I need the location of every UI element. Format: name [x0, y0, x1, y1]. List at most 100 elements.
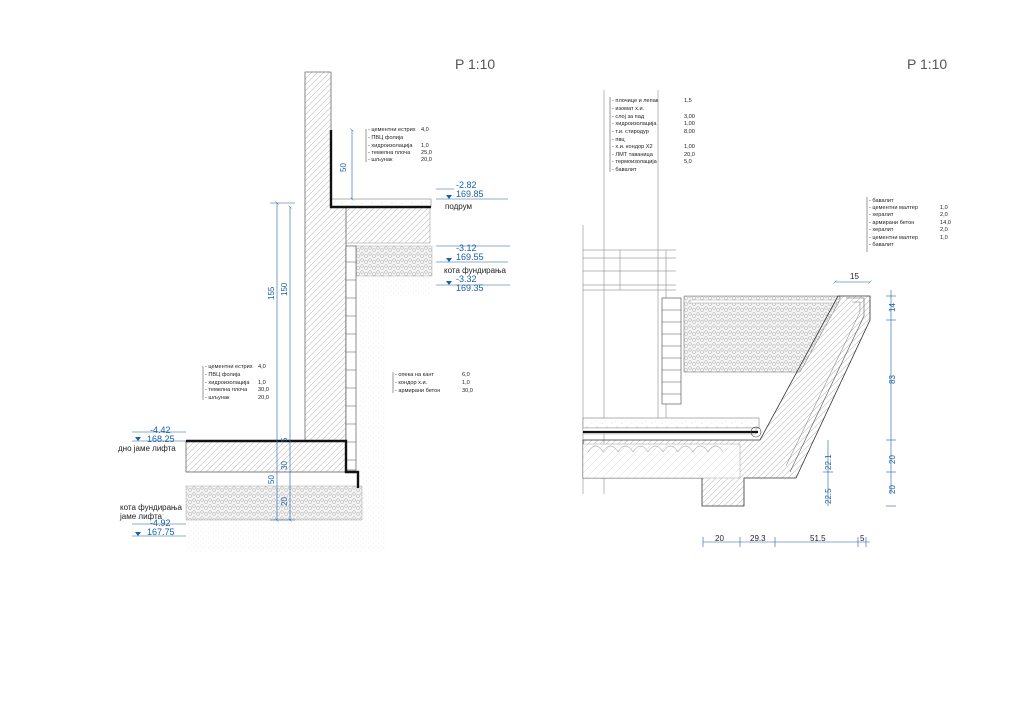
- layer-name: - хидроизолација: [368, 143, 413, 149]
- layer-value: 4,0: [421, 127, 429, 133]
- level-marker-1: -2.82 169.85 подрум: [436, 180, 508, 211]
- dim-22-5: 22.5: [824, 488, 833, 504]
- layer-value: 1,0: [258, 380, 266, 386]
- level-rel: -4.92: [150, 518, 171, 528]
- pit-layer-callout: - цементни естрих 4,0 - ПВЦ фолија - хид…: [202, 364, 269, 401]
- layer-value: 1,0: [940, 235, 948, 241]
- layer-name: - цементни малтер: [869, 205, 918, 211]
- left-scale-label: P 1:10: [455, 56, 495, 72]
- layer-value: 20,0: [258, 395, 269, 401]
- layer-value: 5,0: [684, 159, 692, 165]
- layer-name: - плочице и лепак: [612, 98, 659, 104]
- layer-name: - армирани бетон: [869, 220, 914, 226]
- dim-bottom-5: 5: [860, 534, 865, 543]
- layer-name: - ПВЦ фолија: [205, 372, 241, 378]
- layer-value: 20,0: [421, 157, 432, 163]
- layer-value: 30,0: [258, 387, 269, 393]
- level-rel: -4.42: [150, 425, 171, 435]
- level-marker-5: кота фундирања јаме лифта -4.92 167.75: [119, 503, 186, 537]
- dim-15: 15: [850, 272, 859, 281]
- layer-value: 1,0: [462, 380, 470, 386]
- layer-name: - бавалит: [869, 198, 894, 204]
- dim-5: 5: [280, 437, 289, 442]
- level-abs: 169.35: [456, 283, 484, 293]
- layer-name: - цементни малтер: [869, 235, 918, 241]
- layer-value: 1,0: [940, 205, 948, 211]
- brick-cladding: [345, 245, 357, 471]
- dim-50-top: 50: [339, 163, 348, 172]
- layer-name: - хидроизолација: [612, 121, 657, 127]
- layer-name: - хералит: [869, 212, 894, 218]
- level-name: кота фундирања: [444, 266, 507, 275]
- level-marker-4: -4.42 168.25 дно јаме лифта: [118, 425, 186, 453]
- right-detail: P 1:10: [582, 56, 951, 547]
- layer-name: - кондор х.и.: [395, 380, 428, 386]
- layer-name: - т.и. стиродур: [612, 129, 649, 135]
- level-rel: -3.32: [456, 274, 477, 284]
- left-detail: P 1:10: [118, 56, 510, 552]
- layer-name: - хидроизолација: [205, 380, 250, 386]
- layer-value: 4,0: [258, 364, 266, 370]
- level-name: дно јаме лифта: [118, 444, 176, 453]
- level-abs: 169.55: [456, 252, 484, 262]
- level-abs: 167.75: [147, 527, 175, 537]
- layer-value: 14,0: [940, 220, 951, 226]
- level-rel: -2.82: [456, 180, 477, 190]
- pool-layer-callout: - бавалит - цементни малтер 1,0 - херали…: [866, 197, 951, 252]
- layer-value: 1,00: [684, 121, 695, 127]
- layer-name: - темелна плоча: [205, 387, 248, 393]
- dim-155: 155: [267, 286, 276, 300]
- dim-bottom-51-5: 51.5: [810, 534, 826, 543]
- dim-50-pit: 50: [267, 475, 276, 484]
- layer-name: - шљунак: [205, 395, 230, 401]
- level-rel: -3.12: [456, 243, 477, 253]
- pit-gravel-layer: [185, 485, 363, 521]
- right-scale-label: P 1:10: [907, 56, 947, 72]
- level-name: подрум: [445, 202, 472, 211]
- layer-value: 1,00: [684, 144, 695, 150]
- wall-layer-callout: - опека на кант 6,0 - кондор х.и. 1,0 - …: [392, 372, 473, 394]
- layer-name: - слој за пад: [612, 114, 645, 120]
- level-abs: 168.25: [147, 434, 175, 444]
- layer-name: - опека на кант: [395, 372, 434, 378]
- left-dimension-lines: [270, 130, 352, 520]
- layer-name: - х.и. кондор Х2: [612, 144, 653, 150]
- layer-name: - темелна плоча: [368, 150, 411, 156]
- floor-slab: [582, 417, 762, 479]
- layer-value: 30,0: [462, 388, 473, 394]
- dim-150: 150: [280, 282, 289, 296]
- floor-layer-callout: - плочице и лепак 1,5 - изомат х.и. - сл…: [609, 97, 695, 173]
- dim-14: 14: [888, 303, 897, 312]
- layer-name: - термоизолација: [612, 159, 658, 165]
- upper-gravel-layer: [355, 245, 433, 277]
- layer-name: - шљунак: [368, 157, 393, 163]
- upper-layer-callout: - цементни естрих 4,0 - ПВЦ фолија - хид…: [365, 127, 432, 163]
- layer-value: 2,0: [940, 227, 948, 233]
- dim-bottom-29-3: 29.3: [750, 534, 766, 543]
- layer-name: - армирани бетон: [395, 388, 440, 394]
- layer-value: 1,5: [684, 98, 692, 104]
- layer-name: - ПВЦ фолија: [368, 135, 404, 141]
- dim-22-1: 22.1: [824, 454, 833, 470]
- level-abs: 169.85: [456, 189, 484, 199]
- layer-value: 2,0: [940, 212, 948, 218]
- layer-name: - хералит: [869, 227, 894, 233]
- right-dimension-lines: [702, 282, 896, 547]
- layer-name: - пвц: [612, 137, 625, 143]
- dim-20: 20: [280, 497, 289, 506]
- layer-name: - бавалит: [869, 242, 894, 248]
- layer-value: 20,0: [684, 152, 695, 158]
- basement-slab: [330, 198, 432, 244]
- dim-20-right: 20: [888, 455, 897, 464]
- level-name: кота фундирања јаме лифта: [119, 503, 184, 521]
- layer-name: - изомат х.и.: [612, 106, 645, 112]
- layer-value: 8,00: [684, 129, 695, 135]
- layer-name: - бавалит: [612, 167, 637, 173]
- layer-value: 1,0: [421, 143, 429, 149]
- dim-20-bottom: 20: [888, 485, 897, 494]
- dim-83: 83: [888, 375, 897, 384]
- dim-30: 30: [280, 461, 289, 470]
- ladder: [661, 297, 682, 405]
- lift-shaft-wall: [185, 71, 347, 473]
